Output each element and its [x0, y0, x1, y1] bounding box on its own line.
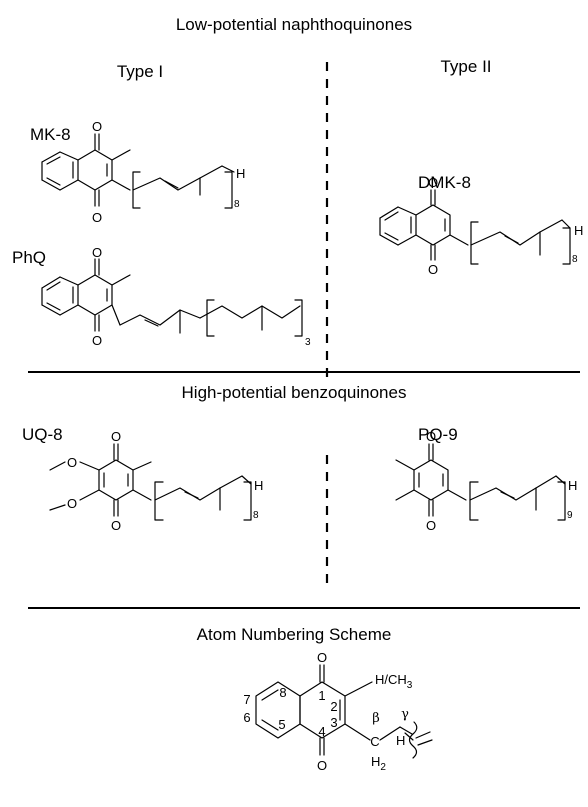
mk8-structure: MK-8 O O H 8	[30, 119, 245, 225]
dmk8-oxygen-top: O	[428, 175, 438, 190]
uq8-oxygen-bottom: O	[111, 518, 121, 533]
numbering-position-1: 1	[318, 688, 325, 703]
mk8-label: MK-8	[30, 125, 71, 144]
pq9-label: PQ-9	[418, 425, 458, 444]
dmk8-structure: DMK-8 O O H 8	[379, 173, 583, 277]
low-potential-title: Low-potential naphthoquinones	[176, 15, 412, 34]
type-ii-label: Type II	[440, 57, 491, 76]
numbering-ch2-hydrogen: H2	[371, 754, 386, 773]
numbering-oxygen-bottom: O	[317, 758, 327, 773]
mk8-oxygen-top: O	[92, 119, 102, 134]
uq8-terminal-h: H	[254, 478, 263, 493]
numbering-substituent-h-ch3: H/CH3	[375, 672, 413, 691]
uq8-methoxy-oxygen-top: O	[67, 455, 77, 470]
uq8-oxygen-top: O	[111, 429, 121, 444]
phq-oxygen-top: O	[92, 245, 102, 260]
numbering-position-8: 8	[279, 685, 286, 700]
mk8-terminal-h: H	[236, 166, 245, 181]
mk8-oxygen-bottom: O	[92, 210, 102, 225]
phq-repeat-count: 3	[305, 337, 311, 348]
dmk8-terminal-h: H	[574, 223, 583, 238]
numbering-position-3: 3	[330, 715, 337, 730]
numbering-carbon-beta-atom: C	[370, 734, 379, 749]
dmk8-label: DMK-8	[418, 173, 471, 192]
pq9-oxygen-top: O	[426, 429, 436, 444]
numbering-gamma-label: γ	[401, 707, 409, 722]
dmk8-oxygen-bottom: O	[428, 262, 438, 277]
pq9-terminal-h: H	[568, 478, 577, 493]
numbering-position-2: 2	[330, 699, 337, 714]
numbering-gamma-hydrogen: H	[396, 733, 405, 748]
numbering-position-4: 4	[318, 724, 325, 739]
uq8-label: UQ-8	[22, 425, 63, 444]
uq8-methoxy-oxygen-bottom: O	[67, 496, 77, 511]
high-potential-title: High-potential benzoquinones	[182, 383, 407, 402]
dmk8-repeat-count: 8	[572, 254, 578, 265]
numbering-position-7: 7	[243, 692, 250, 707]
numbering-position-6: 6	[243, 710, 250, 725]
pq9-oxygen-bottom: O	[426, 518, 436, 533]
pq9-structure: PQ-9 O O H 9	[395, 425, 577, 533]
uq8-structure: UQ-8 O O O O H 8	[22, 425, 263, 533]
numbering-position-5: 5	[278, 717, 285, 732]
type-i-label: Type I	[117, 62, 163, 81]
phq-oxygen-bottom: O	[92, 333, 102, 348]
numbering-scheme-structure: O O H/CH3 C H2 H β γ 1 2 3 4 5 6 7 8	[243, 650, 433, 773]
phq-structure: PhQ O O 3	[12, 245, 311, 348]
mk8-repeat-count: 8	[234, 199, 240, 210]
numbering-scheme-title: Atom Numbering Scheme	[197, 625, 392, 644]
phq-label: PhQ	[12, 248, 46, 267]
pq9-repeat-count: 9	[567, 510, 573, 521]
uq8-repeat-count: 8	[253, 510, 259, 521]
numbering-beta-label: β	[372, 711, 380, 726]
numbering-oxygen-top: O	[317, 650, 327, 665]
